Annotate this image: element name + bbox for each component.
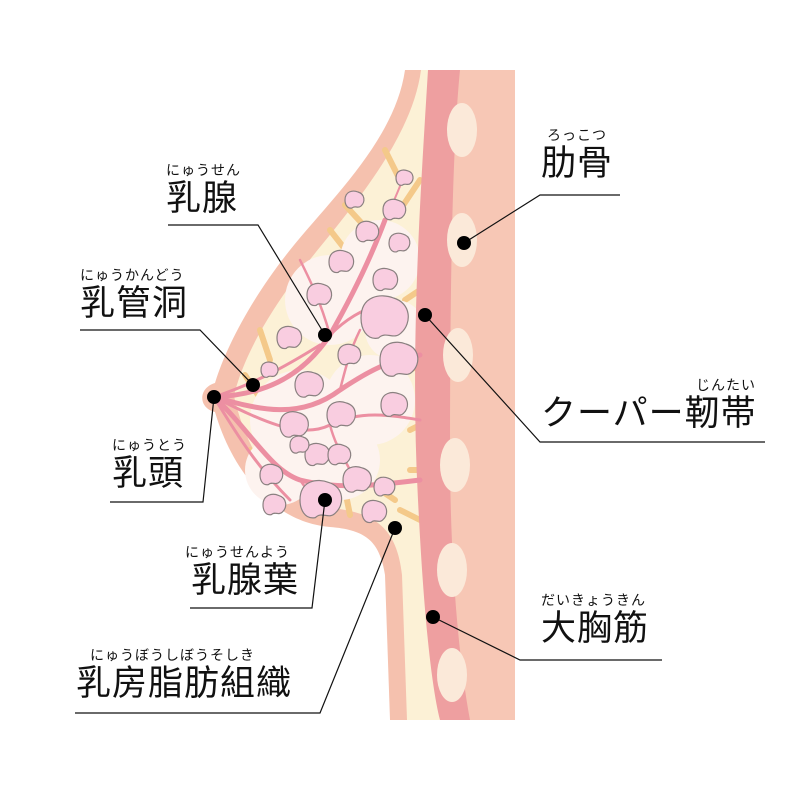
gland-lobule	[327, 443, 352, 466]
pointer-dot	[318, 493, 332, 507]
leader-mammary-gland	[168, 224, 326, 336]
pointer-dot	[207, 390, 221, 404]
gland-lobule	[344, 190, 365, 209]
gland-lobule	[380, 391, 409, 417]
label-mammary-gland: にゅうせん 乳腺	[166, 163, 241, 219]
label-mammary-lobe: にゅうせんよう 乳腺葉	[185, 545, 299, 601]
label-text: 乳管洞	[80, 284, 189, 324]
ligament	[257, 327, 273, 363]
leader-lines	[75, 194, 765, 714]
label-text: 肋骨	[541, 144, 614, 184]
gland-lobule	[259, 463, 284, 486]
duct	[212, 395, 292, 502]
pointer-dots	[207, 236, 471, 624]
ruby: ろっこつ	[547, 128, 607, 144]
gland-lobule	[306, 282, 333, 307]
ruby: にゅうせんよう	[185, 545, 290, 561]
label-rib: ろっこつ 肋骨	[541, 128, 613, 184]
gland-lobule	[379, 341, 419, 377]
leader-mammary-lobe	[190, 499, 326, 609]
gland-lobule	[304, 442, 331, 467]
leader-nipple	[110, 396, 215, 503]
label-breast-fat: にゅうぼうしぼうそしき 乳房脂肪組織	[76, 648, 292, 704]
gland-lobule	[360, 295, 409, 339]
gland-lobule	[294, 371, 324, 398]
label-text: 乳腺葉	[191, 561, 300, 601]
label-text: 乳腺	[166, 179, 239, 219]
pointer-dot	[457, 236, 471, 250]
rib	[437, 648, 467, 702]
leader-cooper-ligament	[424, 314, 765, 443]
label-pectoralis-major: だいきょうきん 大胸筋	[541, 593, 649, 649]
rib	[440, 438, 470, 492]
mammary-lobules	[259, 169, 419, 524]
rib	[447, 103, 477, 157]
pointer-dot	[246, 378, 260, 392]
rib	[443, 328, 473, 382]
ruby: にゅうかんどう	[80, 268, 185, 284]
gland-lobule	[388, 232, 411, 253]
gland-lobule	[289, 435, 310, 454]
gland-lobule	[326, 401, 356, 428]
gland-lobule	[262, 493, 287, 516]
pointer-dot	[318, 328, 332, 342]
label-text: 乳頭	[112, 454, 185, 494]
pectoralis-major-muscle	[415, 70, 470, 720]
gland-lobule	[342, 466, 372, 493]
ligament	[397, 507, 423, 523]
pointer-dot	[418, 308, 432, 322]
ruby: だいきょうきん	[541, 593, 646, 609]
pointer-dot	[426, 610, 440, 624]
gland-lobule	[279, 411, 309, 438]
label-cooper-ligament: じんたい クーパー靭帯	[541, 378, 757, 434]
label-text: 大胸筋	[541, 609, 650, 649]
gland-lobule	[361, 499, 388, 524]
leader-rib	[463, 194, 620, 244]
ribs	[437, 103, 477, 702]
gland-lobule	[382, 198, 407, 221]
pointer-dot	[388, 521, 402, 535]
gland-lobule	[355, 220, 380, 243]
gland-lobule	[372, 267, 399, 292]
gland-lobule	[337, 343, 362, 366]
ruby: にゅうぼうしぼうそしき	[90, 648, 255, 664]
ruby: じんたい	[696, 378, 756, 394]
ruby: にゅうせん	[166, 163, 241, 179]
gland-lobule	[395, 169, 414, 186]
gland-lobule	[260, 361, 279, 378]
gland-lobule	[373, 476, 396, 497]
leader-breast-fat	[75, 527, 396, 714]
gland-lobule	[276, 325, 303, 350]
label-lactiferous-sinus: にゅうかんどう 乳管洞	[80, 268, 188, 324]
gland-lobule	[328, 249, 355, 274]
label-text: 乳房脂肪組織	[76, 664, 293, 704]
label-text: クーパー靭帯	[541, 394, 757, 434]
label-nipple: にゅうとう 乳頭	[112, 438, 187, 494]
leader-pectoralis-major	[432, 616, 662, 661]
ruby: にゅうとう	[112, 438, 187, 454]
rib	[437, 543, 467, 597]
leader-lactiferous-sinus	[80, 329, 254, 386]
